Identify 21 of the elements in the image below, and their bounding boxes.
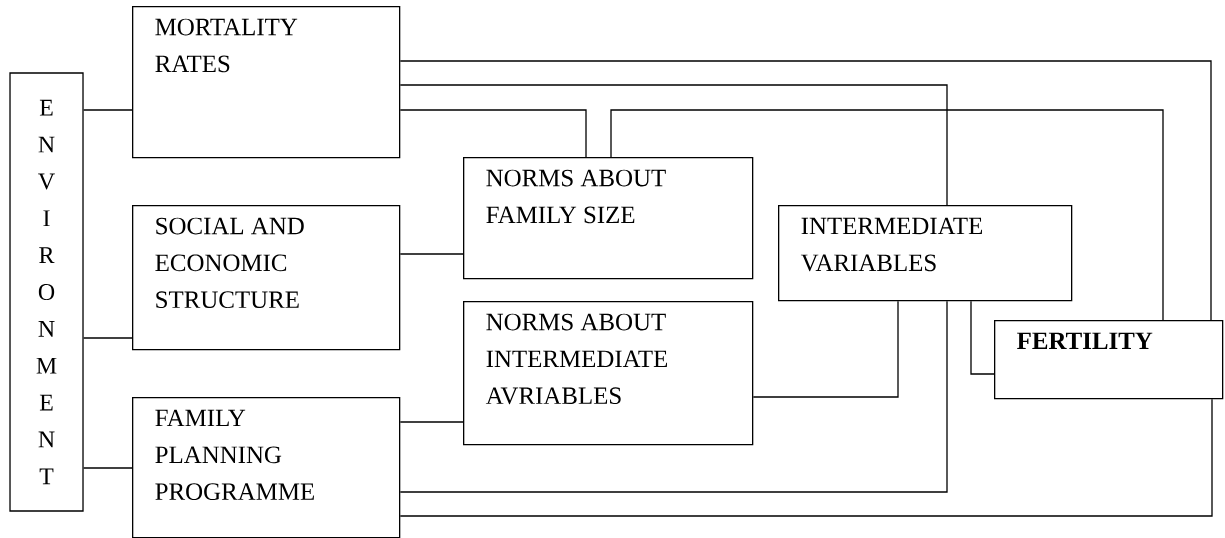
- connector-line: [399, 253, 464, 255]
- process-box: FAMILY PLANNING PROGRAMME: [132, 397, 401, 538]
- connector-line: [83, 337, 133, 339]
- connector-line: [970, 300, 995, 375]
- connector-line: [399, 421, 464, 423]
- connector-line: [399, 300, 948, 493]
- process-box: MORTALITY RATES: [132, 6, 401, 159]
- vertical-text-box: ENVIRONMENT: [9, 72, 84, 512]
- connector-line: [83, 109, 133, 111]
- connector-line: [610, 109, 1164, 321]
- process-box: INTERMEDIATE VARIABLES: [778, 205, 1073, 302]
- process-box: NORMS ABOUT INTERMEDIATE AVRIABLES: [463, 301, 754, 446]
- outcome-box: FERTILITY: [994, 320, 1224, 400]
- connector-line: [399, 84, 948, 206]
- process-box: SOCIAL AND ECONOMIC STRUCTURE: [132, 205, 401, 351]
- connector-line: [399, 398, 1213, 517]
- process-box: NORMS ABOUT FAMILY SIZE: [463, 157, 754, 280]
- connector-line: [752, 300, 899, 398]
- connector-line: [399, 109, 587, 158]
- connector-line: [83, 467, 133, 469]
- connector-line: [399, 60, 1212, 321]
